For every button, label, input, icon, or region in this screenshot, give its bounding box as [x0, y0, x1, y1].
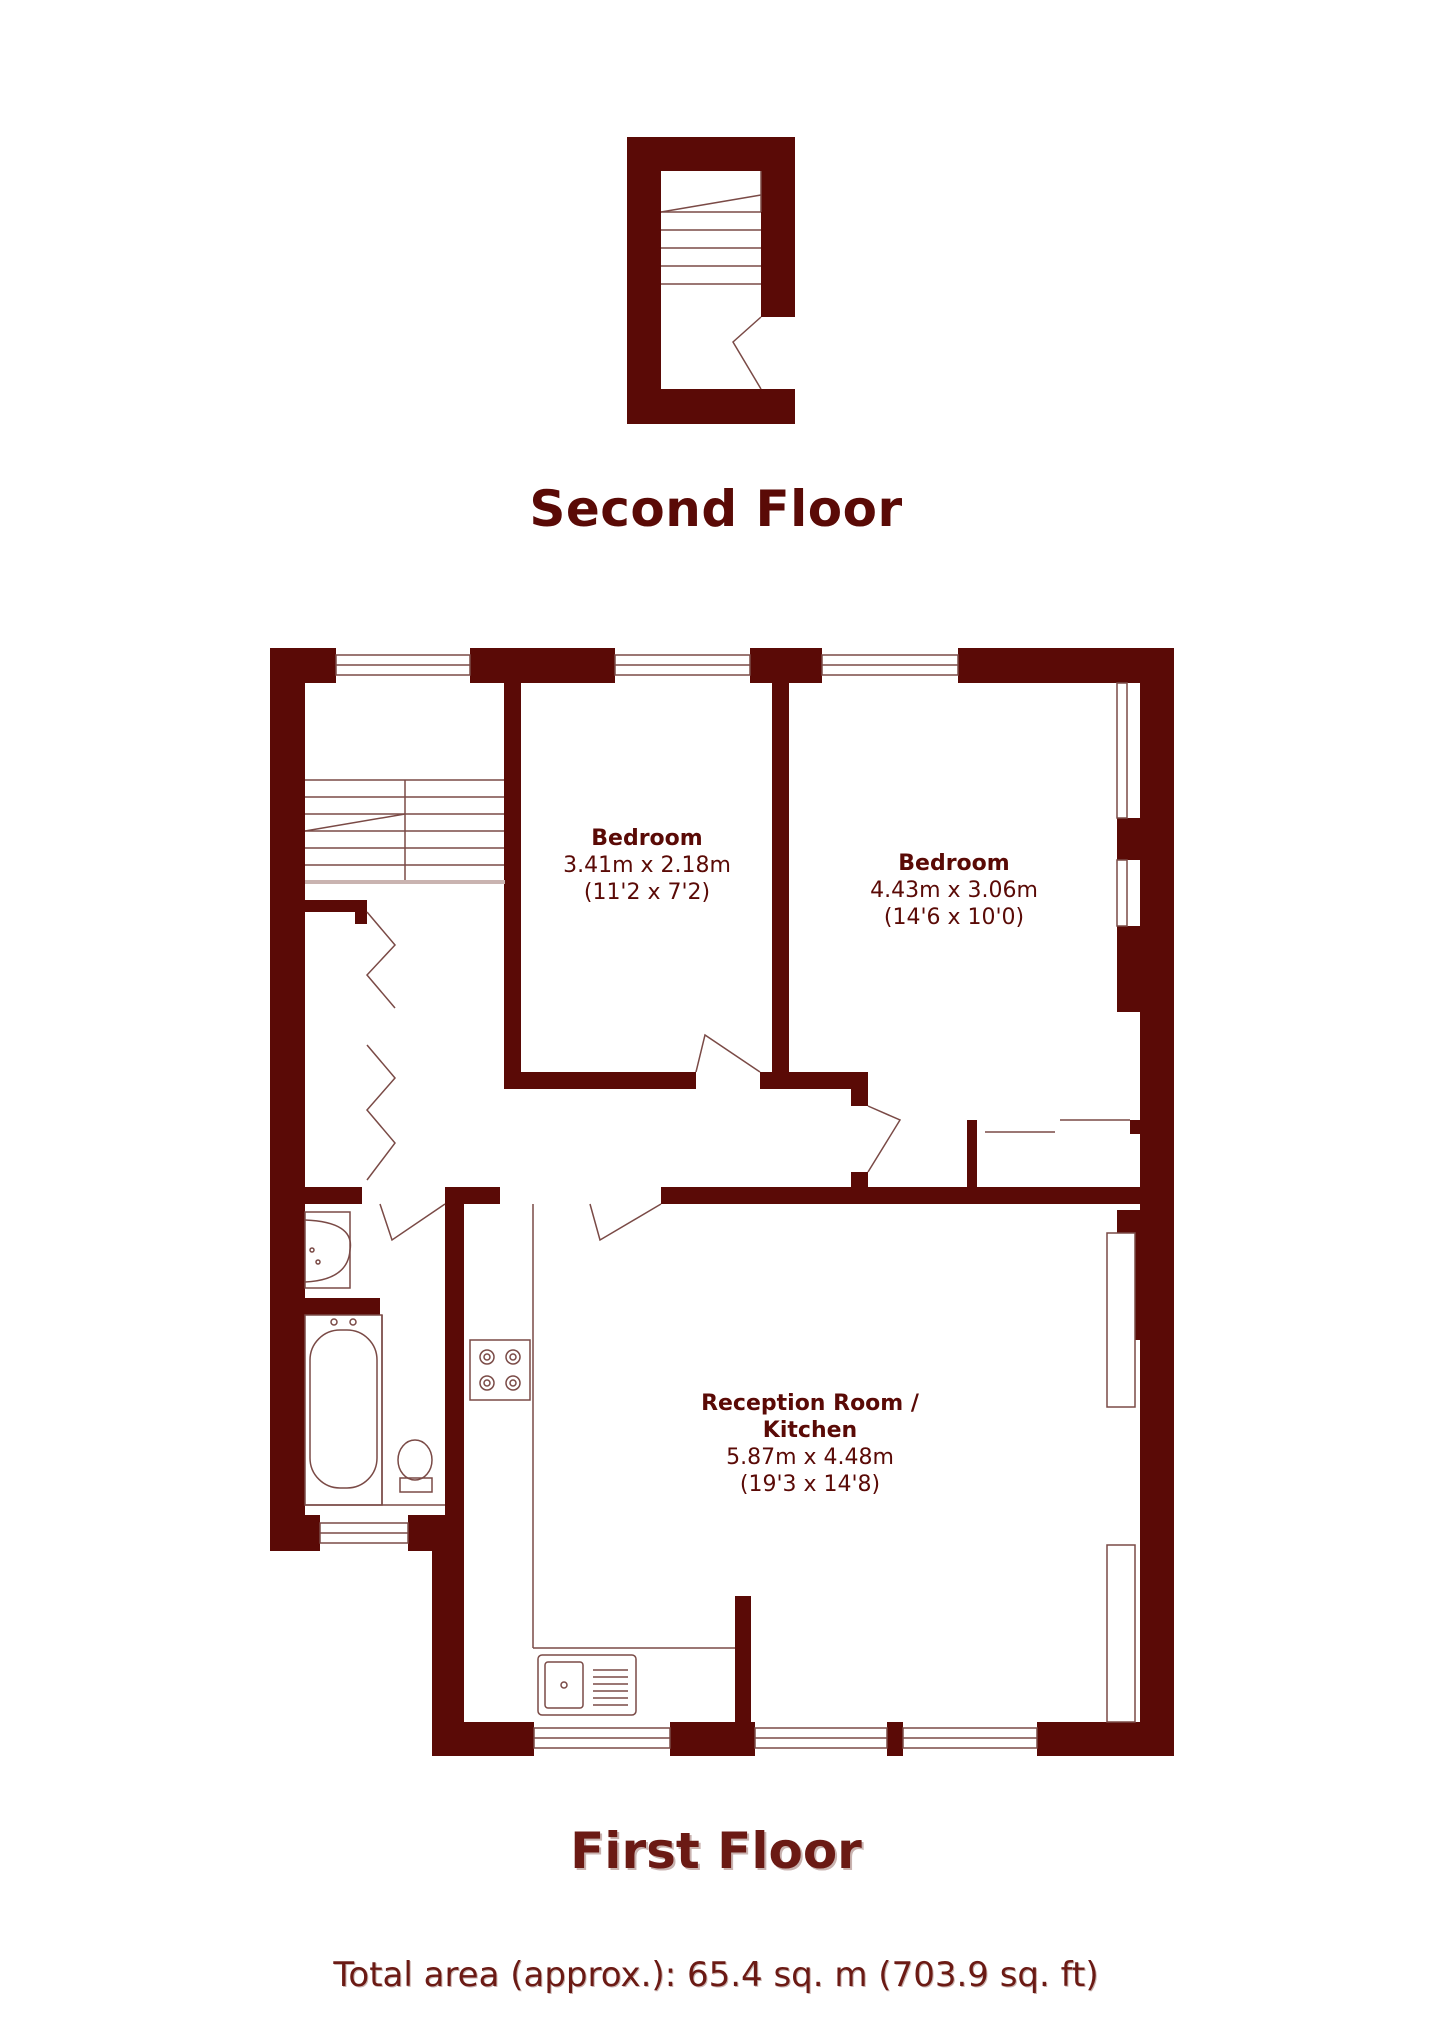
room-name: Bedroom [591, 826, 703, 851]
bedroom-large-label: Bedroom 4.43m x 3.06m (14'6 x 10'0) [790, 850, 1118, 931]
second-floor-title: Second Floor [529, 480, 903, 538]
room-dimensions-metric: 4.43m x 3.06m [870, 878, 1038, 903]
first-floor-staircase [304, 779, 504, 880]
room-name: Bedroom [898, 851, 1010, 876]
total-area-text: Total area (approx.): 65.4 sq. m (703.9 … [333, 1955, 1099, 1995]
doors [365, 911, 1130, 1242]
room-name-line-1: Reception Room / [701, 1391, 919, 1416]
first-floor-walls [270, 648, 1174, 1756]
room-dimensions-metric: 3.41m x 2.18m [563, 853, 731, 878]
room-dimensions-metric: 5.87m x 4.48m [726, 1445, 894, 1470]
room-name-line-2: Kitchen [762, 1418, 858, 1443]
room-dimensions-imperial: (19'3 x 14'8) [739, 1472, 881, 1497]
room-dimensions-imperial: (11'2 x 7'2) [583, 880, 711, 905]
bedroom-small-label: Bedroom 3.41m x 2.18m (11'2 x 7'2) [523, 825, 771, 906]
second-floor-door [732, 316, 762, 390]
second-floor-staircase [660, 171, 762, 285]
reception-kitchen-label: Reception Room / Kitchen 5.87m x 4.48m (… [640, 1390, 980, 1498]
room-dimensions-imperial: (14'6 x 10'0) [883, 905, 1025, 930]
first-floor-title: First Floor [570, 1822, 862, 1880]
windows [319, 654, 1136, 1749]
kitchen-fixtures [469, 1204, 735, 1716]
second-floor-plan [627, 137, 795, 424]
bathroom-fixtures [304, 1211, 445, 1506]
